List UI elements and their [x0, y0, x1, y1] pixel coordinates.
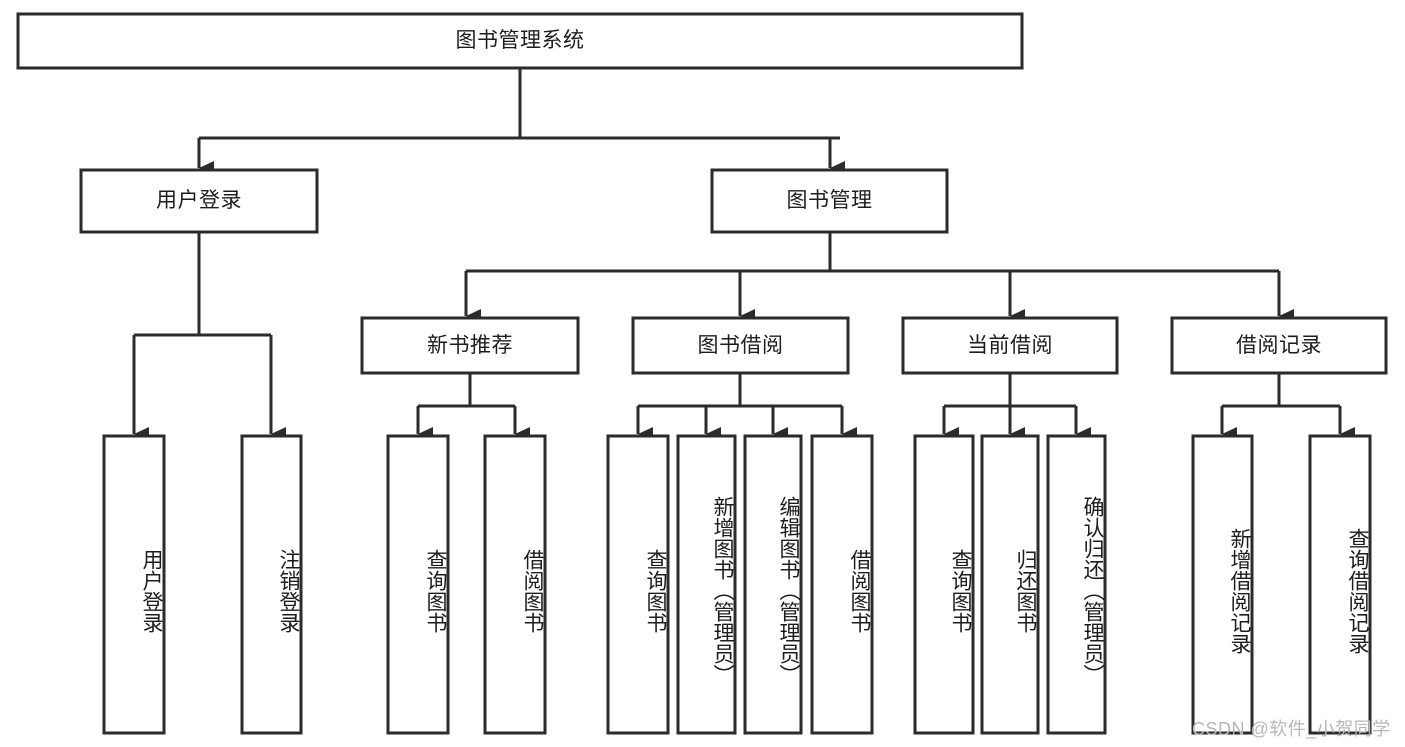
edge-group-borrow-record	[1220, 373, 1355, 441]
node-box-new-book-recommend[interactable]	[360, 316, 580, 375]
node-box-borrow-record[interactable]	[1170, 316, 1388, 375]
node-box-user-login[interactable]	[79, 168, 319, 234]
node-box-leaf-query-book-borrow[interactable]	[606, 434, 670, 735]
edge-group-book-borrow	[636, 373, 857, 441]
node-box-leaf-add-borrow-record[interactable]	[1191, 434, 1254, 735]
edge-group-book-management	[464, 232, 1294, 323]
node-box-leaf-add-book-admin[interactable]	[676, 434, 737, 735]
edge-group-root	[197, 68, 845, 175]
node-boxes	[16, 12, 1388, 735]
csdn-watermark: CSDN @软件_小贺同学	[1192, 719, 1391, 739]
node-box-leaf-confirm-return-admin[interactable]	[1046, 434, 1107, 735]
node-box-leaf-logout[interactable]	[240, 434, 303, 735]
node-box-leaf-edit-book-admin[interactable]	[743, 434, 803, 735]
node-box-leaf-borrow-book[interactable]	[810, 434, 874, 735]
node-box-root[interactable]	[16, 12, 1024, 70]
node-box-leaf-query-book-current[interactable]	[913, 434, 975, 735]
edge-group-user-login	[132, 232, 286, 441]
node-box-leaf-borrow-book-recommend[interactable]	[483, 434, 547, 735]
node-box-leaf-query-borrow-record[interactable]	[1308, 434, 1372, 735]
node-box-leaf-user-login[interactable]	[102, 434, 166, 735]
edge-group-current-borrow	[942, 373, 1091, 441]
node-box-book-borrow[interactable]	[631, 316, 850, 375]
edge-group-new-book-recommend	[416, 373, 530, 441]
node-box-book-management[interactable]	[710, 168, 949, 234]
node-box-current-borrow[interactable]	[901, 316, 1119, 375]
node-box-leaf-query-book-recommend[interactable]	[386, 434, 450, 735]
node-box-leaf-return-book[interactable]	[980, 434, 1040, 735]
